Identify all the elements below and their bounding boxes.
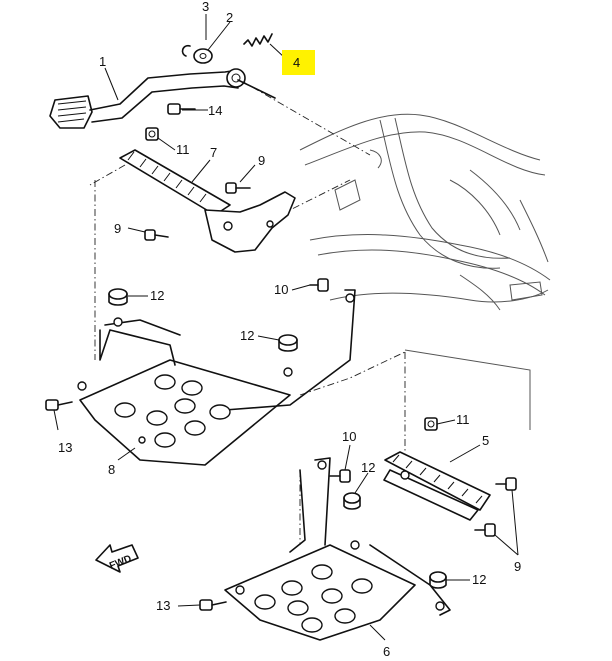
bolt-9b xyxy=(144,229,169,241)
callout-7[interactable]: 7 xyxy=(210,145,217,160)
callout-12b[interactable]: 12 xyxy=(240,328,254,343)
callout-9b[interactable]: 9 xyxy=(114,221,121,236)
callout-13b[interactable]: 13 xyxy=(156,598,170,613)
callout-4-highlight xyxy=(282,50,315,75)
callout-3[interactable]: 3 xyxy=(202,0,209,14)
callout-leaders xyxy=(53,14,519,641)
bolt-9a xyxy=(225,182,251,194)
skid-plate-8 xyxy=(77,289,356,466)
return-spring xyxy=(243,33,273,47)
callout-2[interactable]: 2 xyxy=(226,10,233,25)
bolt-9c xyxy=(495,477,517,491)
washer-and-clip xyxy=(181,44,213,64)
callout-5[interactable]: 5 xyxy=(482,433,489,448)
bolt-13a xyxy=(45,399,73,411)
callout-4[interactable]: 4 xyxy=(293,55,300,70)
callout-14[interactable]: 14 xyxy=(208,103,222,118)
nut-11b xyxy=(424,417,438,431)
fwd-arrow-icon: FWD xyxy=(95,544,139,573)
callout-12c[interactable]: 12 xyxy=(361,460,375,475)
bolt-14 xyxy=(167,103,196,115)
bolt-10b xyxy=(329,469,351,483)
bolt-9d xyxy=(474,523,496,537)
bolt-10a xyxy=(309,278,329,292)
callout-12d[interactable]: 12 xyxy=(472,572,486,587)
assembly-lines xyxy=(89,79,406,545)
footrest-bracket-7 xyxy=(119,149,296,253)
callout-labels: 3 2 4 1 14 11 7 9 9 12 10 12 13 8 11 5 1… xyxy=(58,0,521,659)
brake-pedal xyxy=(49,68,276,129)
callout-10a[interactable]: 10 xyxy=(274,282,288,297)
callout-12a[interactable]: 12 xyxy=(150,288,164,303)
callout-13a[interactable]: 13 xyxy=(58,440,72,455)
frame-outline xyxy=(299,113,551,430)
callout-8[interactable]: 8 xyxy=(108,462,115,477)
callout-10b[interactable]: 10 xyxy=(342,429,356,444)
bolt-13b xyxy=(199,599,227,611)
callout-11b[interactable]: 11 xyxy=(456,412,470,427)
footrest-5 xyxy=(383,451,491,521)
callout-6[interactable]: 6 xyxy=(383,644,390,659)
nut-11a xyxy=(145,127,159,141)
callout-9c[interactable]: 9 xyxy=(514,559,521,574)
callout-9a[interactable]: 9 xyxy=(258,153,265,168)
damper-12c xyxy=(343,492,361,510)
callout-11a[interactable]: 11 xyxy=(176,142,190,157)
damper-12a xyxy=(108,288,128,306)
damper-12b xyxy=(278,334,298,352)
skid-plate-6 xyxy=(224,457,451,641)
callout-1[interactable]: 1 xyxy=(99,54,106,69)
damper-12d xyxy=(429,571,447,589)
